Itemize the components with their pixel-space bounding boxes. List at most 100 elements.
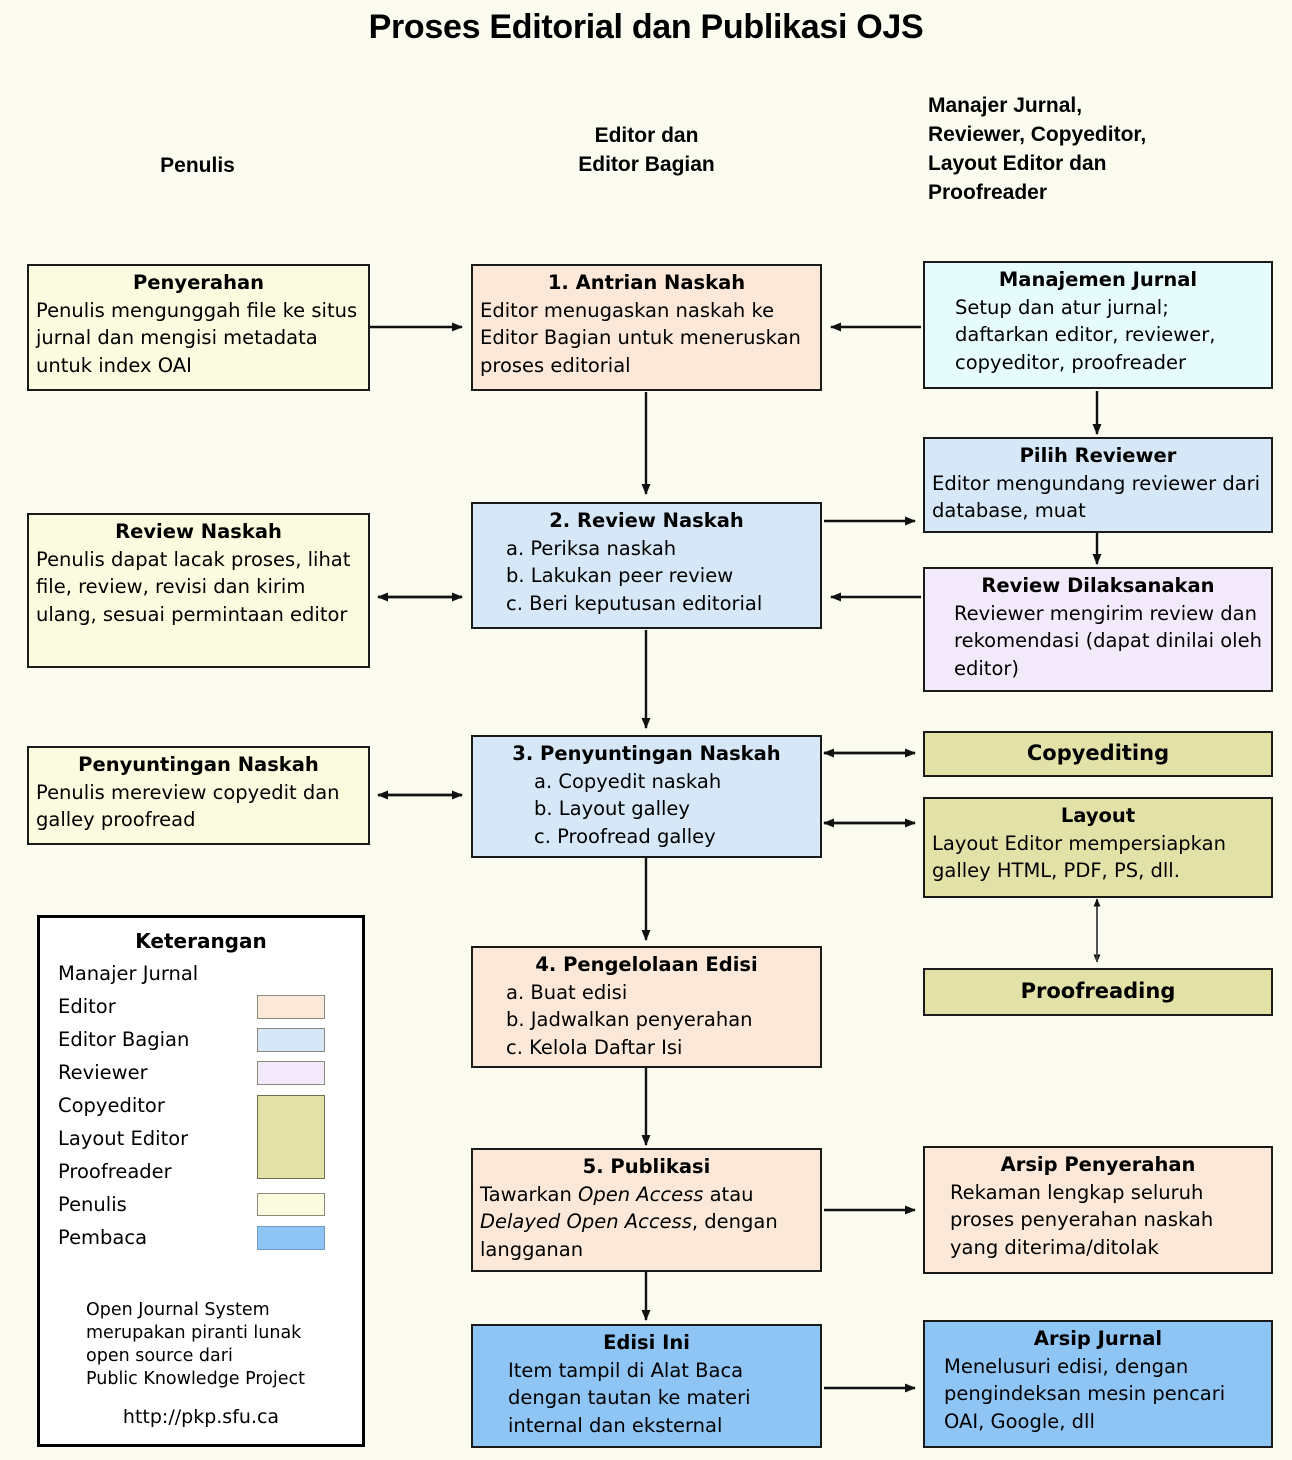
- node-pengelolaan-edisi-item-a: a. Buat edisi: [506, 980, 628, 1004]
- node-review-dilaksanakan[interactable]: Review Dilaksanakan Reviewer mengirim re…: [923, 567, 1273, 692]
- node-arsip-jurnal-heading: Arsip Jurnal: [1033, 1327, 1163, 1350]
- column-header-editor-line2: Editor Bagian: [578, 152, 715, 176]
- node-proofreading-heading: Proofreading: [1020, 978, 1176, 1003]
- node-arsip-penyerahan-heading: Arsip Penyerahan: [1000, 1153, 1196, 1176]
- legend-note-line3: open source dari: [86, 1346, 233, 1367]
- node-review-dilaksanakan-body: Reviewer mengirim review dan rekomendasi…: [954, 601, 1262, 681]
- legend-row-reviewer: Reviewer: [40, 1056, 362, 1089]
- legend-label-reviewer: Reviewer: [58, 1061, 148, 1084]
- node-review-naskah-penulis[interactable]: Review Naskah Penulis dapat lacak proses…: [27, 513, 370, 668]
- node-penyuntingan-naskah-item-c: c. Proofread galley: [534, 825, 716, 849]
- node-publikasi-body-pre: Tawarkan: [480, 1182, 579, 1206]
- node-arsip-jurnal-body: Menelusuri edisi, dengan pengindeksan me…: [944, 1354, 1226, 1434]
- legend-title: Keterangan: [135, 929, 267, 953]
- legend-swatch-editor-bagian: [257, 1028, 325, 1052]
- legend-row-pembaca: Pembaca: [40, 1221, 362, 1254]
- node-penyuntingan-penulis[interactable]: Penyuntingan Naskah Penulis mereview cop…: [27, 746, 370, 845]
- node-penyuntingan-naskah-item-a: a. Copyedit naskah: [534, 769, 722, 793]
- legend-row-editor: Editor: [40, 990, 362, 1023]
- legend-label-copyeditor: Copyeditor: [58, 1094, 165, 1117]
- node-pengelolaan-edisi[interactable]: 4. Pengelolaan Edisi a. Buat edisi b. Ja…: [471, 946, 822, 1068]
- legend-label-layout-editor: Layout Editor: [58, 1127, 189, 1150]
- legend-note-line2: merupakan piranti lunak: [86, 1323, 302, 1344]
- column-header-others-line4: Proofreader: [928, 180, 1048, 204]
- node-penyuntingan-naskah[interactable]: 3. Penyuntingan Naskah a. Copyedit naska…: [471, 735, 822, 858]
- legend-row-copyeditor: Copyeditor: [40, 1089, 362, 1179]
- node-review-naskah[interactable]: 2. Review Naskah a. Periksa naskah b. La…: [471, 502, 822, 629]
- node-review-naskah-heading: 2. Review Naskah: [549, 509, 744, 532]
- node-pilih-reviewer-body: Editor mengundang reviewer dari database…: [932, 471, 1261, 523]
- node-arsip-penyerahan[interactable]: Arsip Penyerahan Rekaman lengkap seluruh…: [923, 1146, 1273, 1274]
- column-header-editor: Editor dan Editor Bagian: [471, 122, 822, 180]
- node-manajemen-jurnal[interactable]: Manajemen Jurnal Setup dan atur jurnal; …: [923, 261, 1273, 389]
- node-layout-body: Layout Editor mempersiapkan galley HTML,…: [932, 831, 1226, 883]
- node-edisi-ini[interactable]: Edisi Ini Item tampil di Alat Baca denga…: [471, 1324, 822, 1448]
- legend-row-proofreader: Proofreader: [40, 1155, 362, 1188]
- node-edisi-ini-body: Item tampil di Alat Baca dengan tautan k…: [508, 1358, 751, 1438]
- node-penyuntingan-naskah-heading: 3. Penyuntingan Naskah: [512, 742, 781, 765]
- node-penyerahan-heading: Penyerahan: [132, 271, 265, 294]
- node-review-dilaksanakan-heading: Review Dilaksanakan: [981, 574, 1215, 597]
- node-review-naskah-penulis-body: Penulis dapat lacak proses, lihat file, …: [36, 547, 351, 627]
- node-review-naskah-item-b: b. Lakukan peer review: [506, 564, 734, 588]
- node-arsip-jurnal[interactable]: Arsip Jurnal Menelusuri edisi, dengan pe…: [923, 1320, 1273, 1448]
- column-header-penulis: Penulis: [27, 152, 368, 181]
- node-copyediting[interactable]: Copyediting: [923, 731, 1273, 777]
- column-header-others-line1: Manajer Jurnal,: [928, 94, 1083, 117]
- node-publikasi-heading: 5. Publikasi: [582, 1155, 711, 1178]
- node-arsip-penyerahan-body: Rekaman lengkap seluruh proses penyeraha…: [950, 1180, 1214, 1260]
- node-copyediting-heading: Copyediting: [1026, 740, 1170, 765]
- legend-rows: Manajer Jurnal Editor Editor Bagian Revi…: [40, 957, 362, 1254]
- legend-label-penulis: Penulis: [58, 1193, 127, 1216]
- node-review-naskah-item-c: c. Beri keputusan editorial: [506, 592, 763, 616]
- node-pilih-reviewer[interactable]: Pilih Reviewer Editor mengundang reviewe…: [923, 437, 1273, 533]
- node-antrian-naskah-heading: 1. Antrian Naskah: [547, 271, 746, 294]
- legend-row-manajer-jurnal: Manajer Jurnal: [40, 957, 362, 990]
- node-publikasi-open-access: Open Access: [578, 1182, 704, 1206]
- column-header-others-line2: Reviewer, Copyeditor,: [928, 122, 1147, 146]
- page-title: Proses Editorial dan Publikasi OJS: [368, 8, 924, 46]
- node-publikasi-body: Tawarkan Open Access atau Delayed Open A…: [480, 1181, 813, 1264]
- legend-label-manajer-jurnal: Manajer Jurnal: [58, 962, 199, 985]
- node-review-naskah-item-a: a. Periksa naskah: [506, 536, 677, 560]
- node-manajemen-jurnal-heading: Manajemen Jurnal: [998, 268, 1198, 291]
- node-manajemen-jurnal-body: Setup dan atur jurnal; daftarkan editor,…: [955, 295, 1216, 375]
- node-layout[interactable]: Layout Layout Editor mempersiapkan galle…: [923, 797, 1273, 898]
- legend-swatch-reviewer: [257, 1061, 325, 1085]
- legend-row-layout-editor: Layout Editor: [40, 1122, 362, 1155]
- legend-row-penulis: Penulis: [40, 1188, 362, 1221]
- legend-swatch-pembaca: [257, 1226, 325, 1250]
- column-header-others: Manajer Jurnal, Reviewer, Copyeditor, La…: [928, 92, 1288, 208]
- legend-swatch-penulis: [257, 1193, 325, 1216]
- legend-swatch-copyeditor-layout-proofreader: [257, 1095, 325, 1179]
- node-pengelolaan-edisi-item-b: b. Jadwalkan penyerahan: [506, 1008, 753, 1032]
- node-pilih-reviewer-heading: Pilih Reviewer: [1019, 444, 1177, 467]
- legend-label-editor: Editor: [58, 995, 116, 1018]
- legend-row-editor-bagian: Editor Bagian: [40, 1023, 362, 1056]
- legend-panel: Keterangan Manajer Jurnal Editor Editor …: [37, 915, 365, 1447]
- legend-url[interactable]: http://pkp.sfu.ca: [122, 1406, 280, 1428]
- column-header-editor-line1: Editor dan: [594, 124, 699, 147]
- legend-label-proofreader: Proofreader: [58, 1160, 172, 1183]
- node-penyerahan[interactable]: Penyerahan Penulis mengunggah file ke si…: [27, 264, 370, 391]
- node-publikasi-body-mid: atau: [703, 1182, 754, 1206]
- legend-swatch-editor: [257, 995, 325, 1019]
- legend-note-line4: Public Knowledge Project: [86, 1369, 305, 1390]
- node-publikasi-delayed-open-access: Delayed Open Access: [480, 1210, 692, 1234]
- legend-label-editor-bagian: Editor Bagian: [58, 1028, 190, 1051]
- node-publikasi-body-post: , dengan langganan: [480, 1210, 778, 1262]
- column-header-penulis-label: Penulis: [160, 154, 235, 177]
- node-pengelolaan-edisi-item-c: c. Kelola Daftar Isi: [506, 1036, 683, 1060]
- node-penyerahan-body: Penulis mengunggah file ke situs jurnal …: [36, 298, 358, 378]
- node-edisi-ini-heading: Edisi Ini: [603, 1331, 690, 1354]
- node-layout-heading: Layout: [1060, 804, 1136, 827]
- node-publikasi[interactable]: 5. Publikasi Tawarkan Open Access atau D…: [471, 1148, 822, 1272]
- node-antrian-naskah[interactable]: 1. Antrian Naskah Editor menugaskan nask…: [471, 264, 822, 391]
- node-proofreading[interactable]: Proofreading: [923, 968, 1273, 1016]
- node-penyuntingan-penulis-body: Penulis mereview copyedit dan galley pro…: [36, 780, 340, 832]
- legend-note: Open Journal System merupakan piranti lu…: [86, 1299, 305, 1391]
- node-penyuntingan-penulis-heading: Penyuntingan Naskah: [78, 753, 319, 776]
- node-pengelolaan-edisi-heading: 4. Pengelolaan Edisi: [535, 953, 758, 976]
- node-penyuntingan-naskah-item-b: b. Layout galley: [534, 797, 690, 821]
